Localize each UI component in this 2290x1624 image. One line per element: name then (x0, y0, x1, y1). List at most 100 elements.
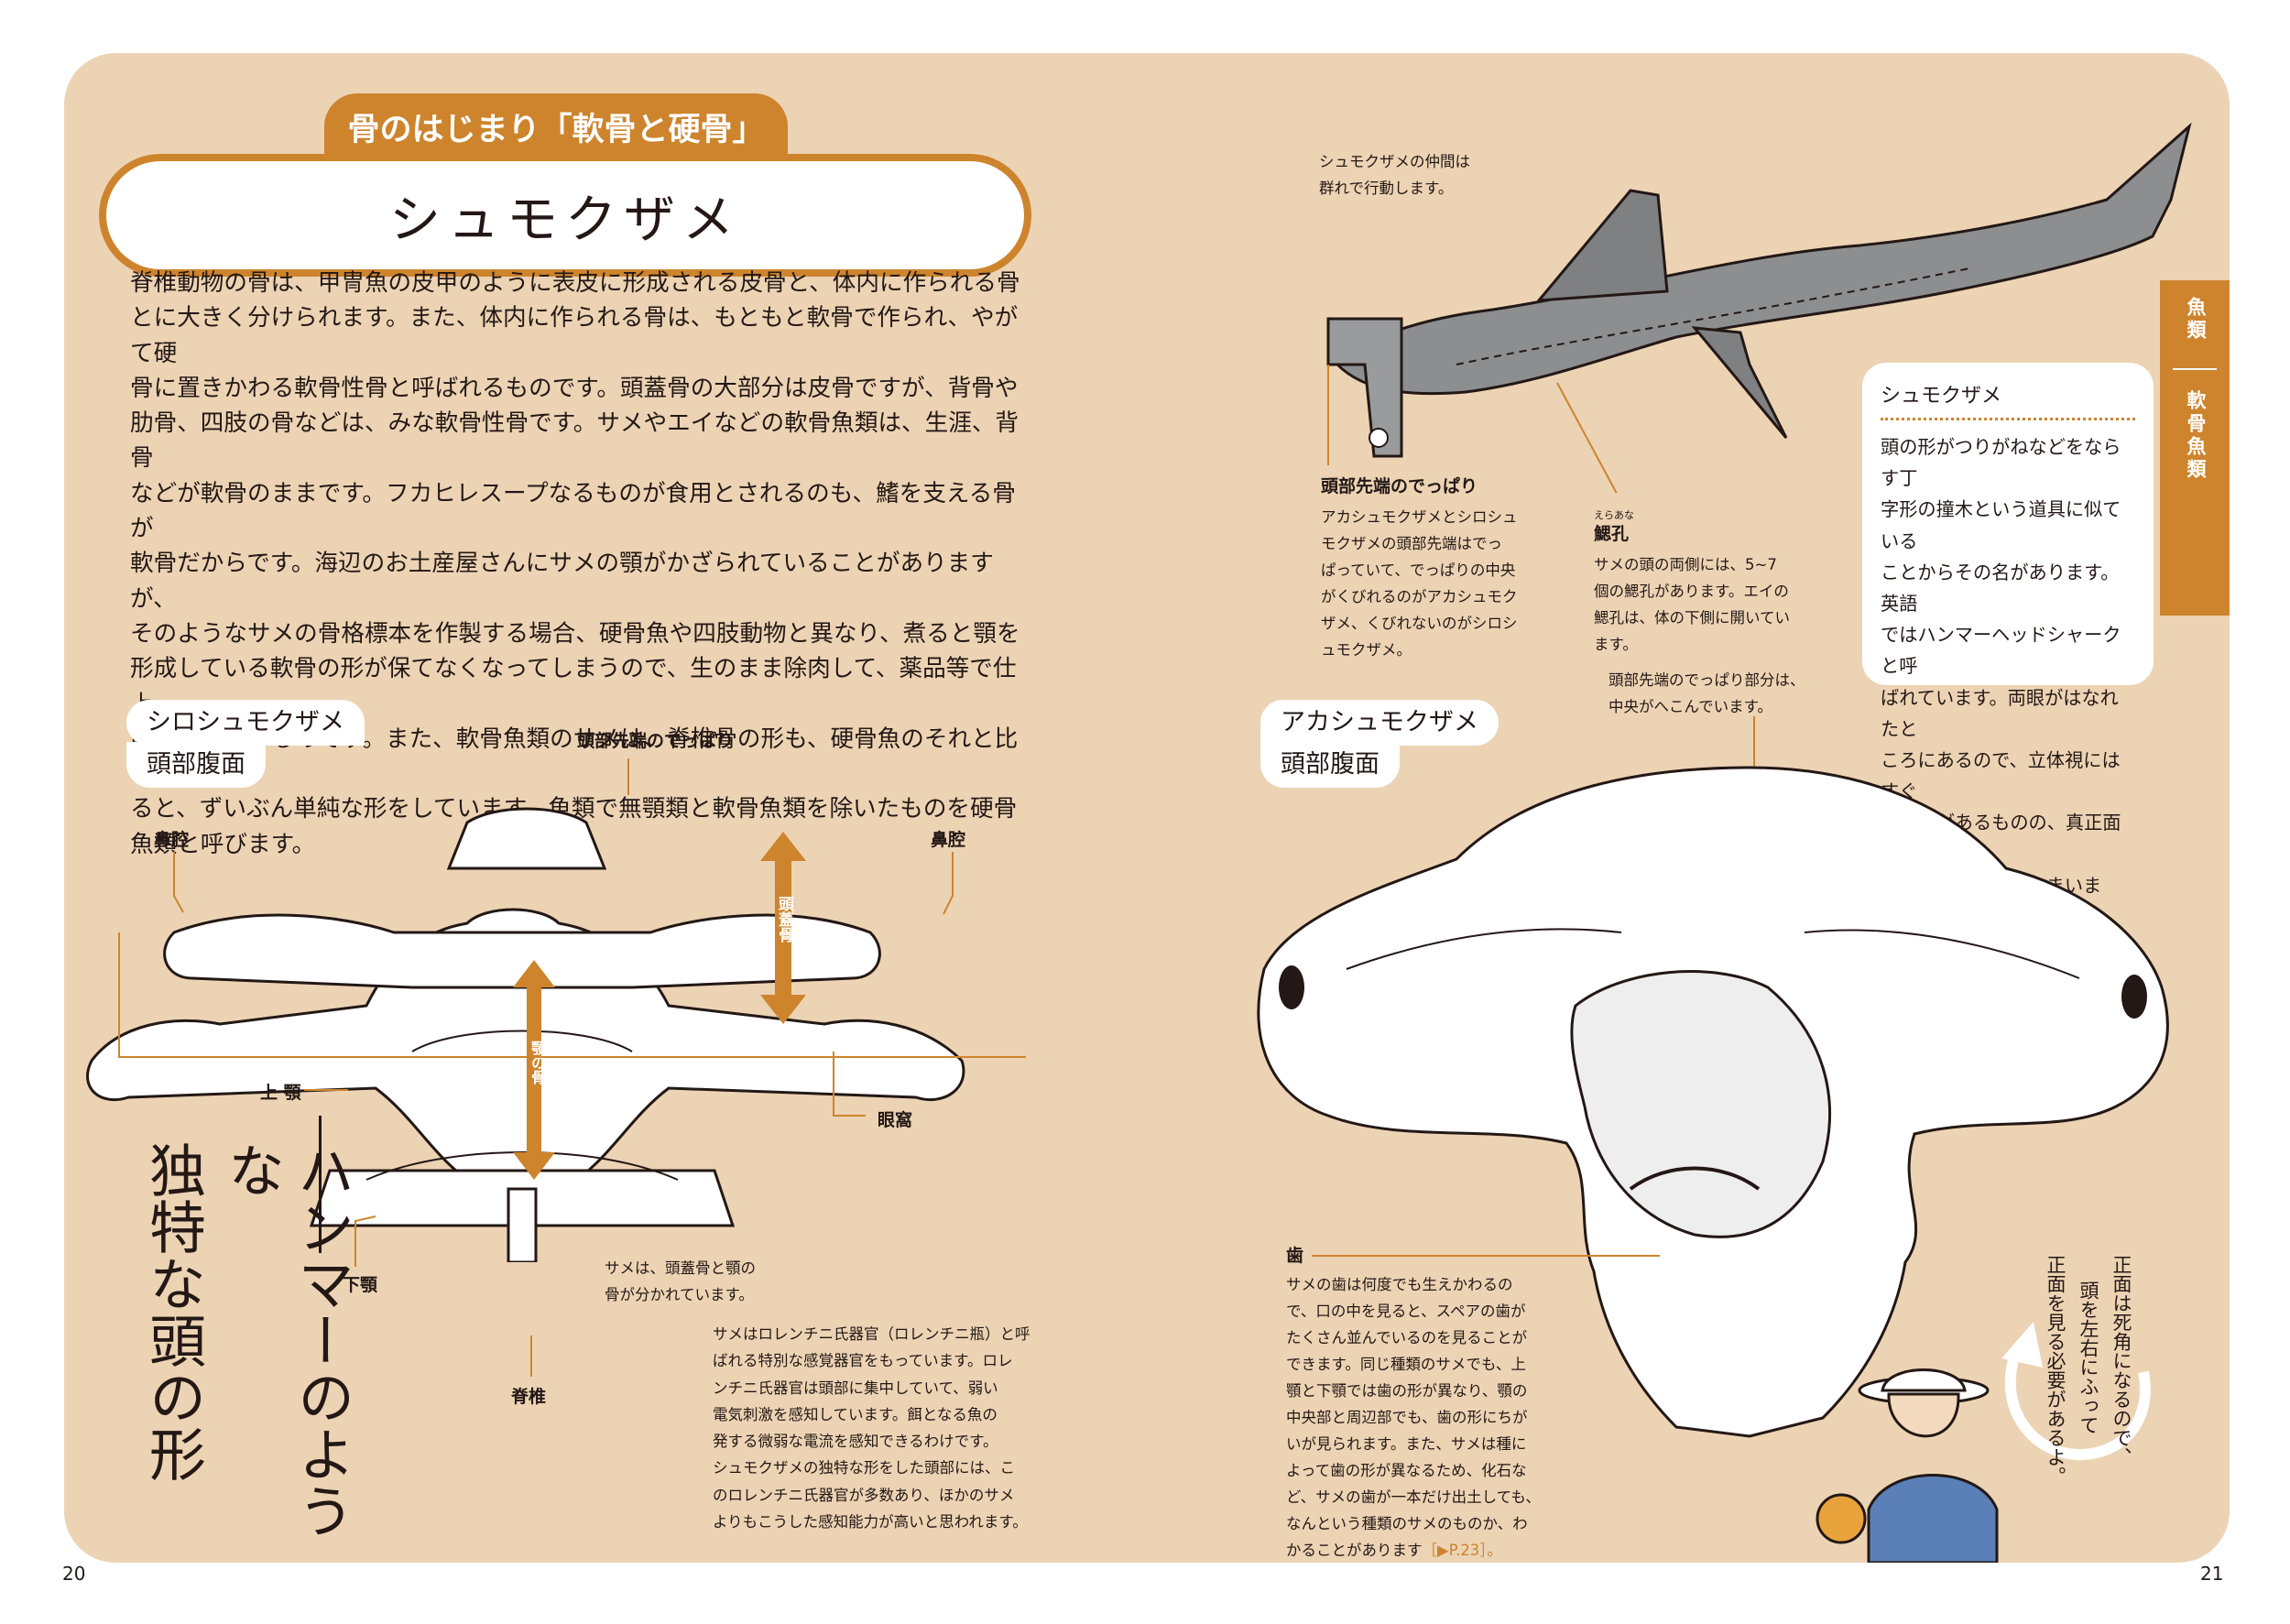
caption-line: 中央がへこんでいます。 (1608, 698, 1773, 715)
left-figure-title-line1: シロシュモクザメ (147, 708, 344, 736)
snout-title: 頭部先端のでっぱり (1321, 476, 1478, 496)
page-number-left: 20 (62, 1563, 86, 1585)
body-line: 骨に置きかわる軟骨性骨と呼ばれるものです。頭蓋骨の大部分は皮骨ですが、背骨や (130, 374, 1019, 402)
text-line: ばれています。両眼がはなれたと (1881, 686, 2119, 740)
label-orbit: 眼窩 (878, 1110, 913, 1130)
body-line: とに大きく分けられます。また、体内に作られる骨は、もともと軟骨で作られ、やがて硬 (130, 304, 1019, 367)
caption-line: シュモクザメの仲間は (1319, 153, 1470, 170)
text-line: ぱっていて、でっぱりの中央 (1321, 561, 1516, 579)
text-line: 顎と下顎では歯の形が異なり、顎の (1286, 1382, 1528, 1400)
caption-line: 骨が分かれています。 (605, 1286, 754, 1303)
headline-rule (319, 1116, 322, 1253)
caption-group: シュモクザメの仲間は 群れで行動します。 (1319, 148, 1470, 202)
text-line: サメの頭の両側には、5~7 (1594, 556, 1777, 573)
text-line: 個の鰓孔があります。エイの (1594, 583, 1789, 600)
white-shark-skull-illustration (86, 807, 965, 1262)
title-frame: シュモクザメ (99, 154, 1031, 277)
body-line: 形成している軟骨の形が保てなくなってしまうので、生のまま除肉して、薬品等で仕上 (130, 655, 1017, 717)
text-line: たくさん並んでいるのを見ることが (1286, 1329, 1528, 1346)
text-line: ではハンマーヘッドシャークと呼 (1881, 624, 2121, 678)
body-text: 脊椎動物の骨は、甲冑魚の皮甲のように表皮に形成される皮骨と、体内に作られる骨 と… (130, 266, 1032, 862)
text-line: ど、サメの歯が一本だけ出土しても、 (1286, 1488, 1541, 1506)
body-line: 軟骨だからです。海辺のお土産屋さんにサメの顎がかざられていることがありますが、 (130, 550, 994, 613)
gill-text: サメの頭の両側には、5~7 個の鰓孔があります。エイの 鰓孔は、体の下側に開いて… (1594, 551, 1790, 658)
right-figure-title-line2: 頭部腹面 (1281, 750, 1379, 779)
jaw-height-arrow (513, 960, 555, 1180)
right-figure-title-line1: アカシュモクザメ (1281, 708, 1478, 736)
text-line: 中央部と周辺部でも、歯の形にちが (1286, 1409, 1528, 1426)
body-line: 魚類と呼びます。 (130, 830, 316, 858)
category-tab: 骨のはじまり「軟骨と硬骨」 (324, 93, 788, 159)
caption-line: ばれる特別な感覚器官をもっています。ロレ (713, 1352, 1013, 1370)
teeth-leader (1312, 1255, 1660, 1257)
page-ref-link[interactable]: ［▶P.23］。 (1422, 1542, 1503, 1559)
text-line: ザメ、くびれないのがシロシ (1321, 615, 1518, 632)
side-index-tab: 魚類 軟骨魚類 (2160, 280, 2230, 616)
caption-line: サメはロレンチニ氏器官（ロレンチニ瓶）と呼 (713, 1325, 1030, 1343)
cranium-arrow-label: 頭蓋骨 (775, 896, 793, 943)
side-tab-divider (2173, 368, 2217, 370)
gill-title: 鰓孔 (1594, 524, 1630, 544)
left-figure-leaders (118, 758, 1026, 1377)
curved-arrow (2001, 1322, 2151, 1461)
page-spread: 骨のはじまり「軟骨と硬骨」 シュモクザメ 脊椎動物の骨は、甲冑魚の皮甲のように表… (64, 53, 2230, 1563)
text-line: 頭の形がつりがねなどをならす丁 (1881, 436, 2121, 490)
text-line: ます。 (1594, 636, 1638, 653)
label-upper-jaw: 上 顎 (260, 1083, 301, 1103)
body-line: そのようなサメの骨格標本を作製する場合、硬骨魚や四肢動物と異なり、煮ると顎を (130, 619, 1020, 648)
caption-line: サメは、頭蓋骨と顎の (605, 1259, 756, 1277)
teeth-title: 歯 (1286, 1246, 1304, 1266)
text-line: 鰓孔は、体の下側に開いてい (1594, 609, 1791, 627)
body-line: 肋骨、四肢の骨などは、みな軟骨性骨です。サメやエイなどの軟骨魚類は、生涯、背骨 (130, 409, 1020, 473)
headline-col1: ハンマーのような (218, 1141, 354, 1539)
left-figure-title-line2: 頭部腹面 (147, 750, 245, 779)
label-nasal-right: 鼻腔 (931, 830, 966, 850)
label-lower-jaw: 下顎 (343, 1275, 378, 1295)
narrator-character-illustration (1816, 1368, 1999, 1563)
jaw-arrow-label: 顎の骨 (529, 1041, 546, 1084)
right-figure-subtitle: 頭部腹面 (1260, 742, 1400, 788)
caption-separate: サメは、頭蓋骨と顎の 骨が分かれています。 (605, 1255, 756, 1308)
left-figure-subtitle: 頭部腹面 (126, 742, 266, 788)
right-figure-title: アカシュモクザメ (1260, 700, 1499, 746)
label-nasal-left: 鼻腔 (154, 830, 190, 850)
cranium-height-arrow (760, 832, 806, 1024)
text-line: かることがあります［▶P.23］。 (1286, 1542, 1503, 1559)
side-tab-sub: 軟骨魚類 (2185, 390, 2207, 482)
text-line: モクザメの頭部先端はでっ (1321, 535, 1502, 552)
caption-line: のロレンチニ氏器官が多数あり、ほかのサメ (713, 1486, 1015, 1504)
caption-snout-notch: 頭部先端のでっぱり部分は、 中央がへこんでいます。 (1608, 667, 1805, 720)
body-line: などが軟骨のままです。フカヒレスープなるものが食用とされるのも、鰭を支える骨が (130, 479, 1016, 543)
info-box-heading: シュモクザメ (1881, 363, 2135, 420)
caption-line: 頭部先端のでっぱり部分は、 (1608, 671, 1805, 689)
text-line: 字形の撞木という道具に似ている (1881, 498, 2121, 552)
caption-line: 発する微弱な電流を感知できるわけです。 (713, 1433, 998, 1451)
text-line: よって歯の形が異なるため、化石な (1286, 1462, 1527, 1479)
text-line: サメの歯は何度でも生えかわるの (1286, 1276, 1513, 1293)
teeth-text: サメの歯は何度でも生えかわるの で、口の中を見ると、スペアの歯が たくさん並んで… (1286, 1271, 1541, 1563)
page-number-right: 21 (2200, 1563, 2224, 1585)
headline-col2: 独特な頭の形 (139, 1141, 206, 1482)
caption-line: ンチニ氏器官は頭部に集中していて、弱い (713, 1379, 998, 1397)
snout-text: アカシュモクザメとシロシュ モクザメの頭部先端はでっ ぱっていて、でっぱりの中央… (1321, 504, 1518, 663)
caption-lorenzini: サメはロレンチニ氏器官（ロレンチニ瓶）と呼 ばれる特別な感覚器官をもっています。… (713, 1321, 1030, 1535)
speech-col1: 正面は死角になるので、 (2110, 1255, 2132, 1466)
hammerhead-shark-illustration (1326, 122, 2192, 458)
speech-col3: 正面を見る必要があるよ。 (2045, 1255, 2066, 1486)
text-line: できます。同じ種類のサメでも、上 (1286, 1356, 1526, 1373)
gill-ruby: えらあな (1594, 509, 1634, 521)
left-figure-title: シロシュモクザメ (126, 700, 365, 746)
speech-col2: 頭を左右にふって (2077, 1281, 2099, 1434)
page-title: シュモクザメ (106, 161, 1024, 269)
caption-line: 電気刺激を感知しています。餌となる魚の (713, 1405, 998, 1423)
label-snout: 頭部先端のでっぱり (577, 731, 735, 751)
caption-line: シュモクザメの独特な形をした頭部には、こ (713, 1459, 1015, 1477)
text-line: なんという種類のサメのものか、わ (1286, 1515, 1528, 1532)
text-line: いが見られます。また、サメは種に (1286, 1435, 1527, 1453)
text-line: アカシュモクザメとシロシュ (1321, 508, 1518, 526)
top-right-leaders (1327, 365, 1618, 493)
text-line: がくびれるのがアカシュモク (1321, 588, 1518, 605)
text-line: で、口の中を見ると、スペアの歯が (1286, 1302, 1526, 1320)
caption-line: よりもこうした感知能力が高いと思われます。 (713, 1513, 1028, 1531)
label-spine: 脊椎 (511, 1387, 547, 1407)
